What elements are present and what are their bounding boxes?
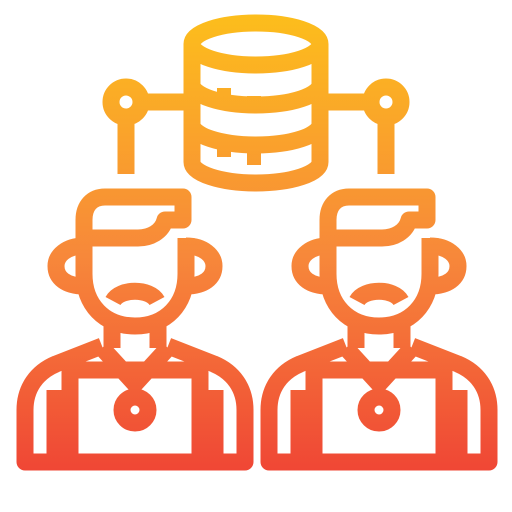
right-laptop-icon — [305, 361, 453, 471]
database-icon — [183, 14, 329, 192]
right-connector-icon — [320, 78, 410, 174]
left-laptop-icon — [61, 361, 209, 471]
left-connector-icon — [102, 78, 192, 174]
database-indicator-lights — [217, 88, 261, 165]
